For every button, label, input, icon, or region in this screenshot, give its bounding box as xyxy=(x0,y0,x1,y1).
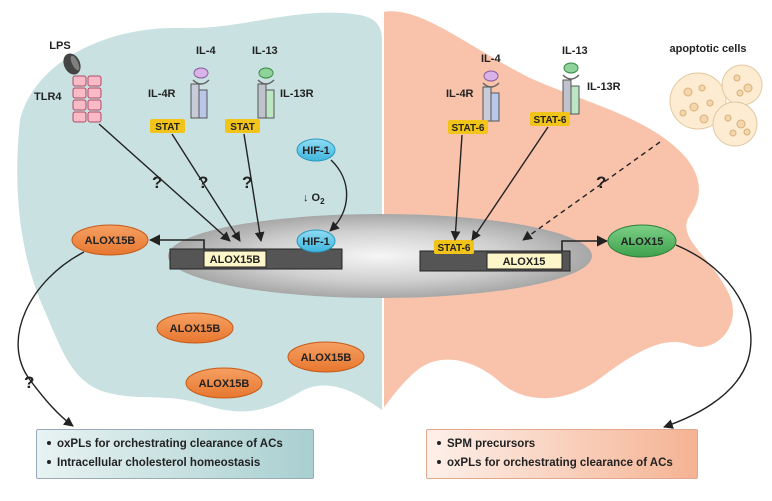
right-outcome-2: oxPLs for orchestrating clearance of ACs xyxy=(437,454,687,473)
left-gene-alox15b xyxy=(203,250,267,268)
right-il13r-label: IL-13R xyxy=(587,81,621,93)
bullet-icon xyxy=(437,459,441,464)
oxygen-label: ↓ O2 xyxy=(303,192,325,206)
right-outcomes-box: SPM precursors oxPLs for orchestrating c… xyxy=(426,429,698,479)
right-il13-label: IL-13 xyxy=(562,45,588,57)
tlr4-receptor xyxy=(72,75,102,123)
right-il13r-receptor xyxy=(562,79,580,115)
hif1-top xyxy=(296,138,336,162)
alox15b-main xyxy=(71,224,149,256)
right-il4r-label: IL-4R xyxy=(446,88,474,100)
left-stat-label-2: STAT xyxy=(230,122,255,133)
left-question-4: ? xyxy=(24,373,34,392)
right-stat6-badge-1 xyxy=(448,120,488,134)
bullet-icon xyxy=(47,459,51,464)
hif1-top-label: HIF-1 xyxy=(302,145,330,157)
nucleus xyxy=(168,214,592,298)
left-question-1: ? xyxy=(152,173,162,192)
apoptotic-dashed-arrow xyxy=(522,141,661,241)
alox15b-enzyme-1 xyxy=(156,312,234,344)
left-question-3: ? xyxy=(242,173,252,192)
right-il4-label: IL-4 xyxy=(481,53,501,65)
right-stat6-badge-2 xyxy=(530,112,570,126)
alox15-enzyme-label: ALOX15 xyxy=(621,236,664,248)
left-outcomes-box: oxPLs for orchestrating clearance of ACs… xyxy=(36,429,314,479)
left-gene-label: ALOX15B xyxy=(210,254,261,266)
left-outcome-1: oxPLs for orchestrating clearance of ACs xyxy=(47,435,303,454)
left-il13-label: IL-13 xyxy=(252,45,278,57)
left-outcome-arrow xyxy=(17,251,85,427)
left-il13-ligand xyxy=(257,67,275,85)
right-stat6-promoter xyxy=(434,240,474,254)
alox15b-enzyme-3 xyxy=(185,367,263,399)
alox15-enzyme xyxy=(607,224,677,258)
alox15b-enzyme-2 xyxy=(287,341,365,373)
bullet-icon xyxy=(437,440,441,445)
left-cell xyxy=(17,12,382,412)
alox15b-enzyme-1-label: ALOX15B xyxy=(170,323,221,335)
lps-molecule xyxy=(63,53,81,75)
left-il4r-receptor xyxy=(190,83,208,119)
right-stat6-label-2: STAT-6 xyxy=(534,115,567,126)
alox15b-enzyme-3-label: ALOX15B xyxy=(199,378,250,390)
left-il13r-label: IL-13R xyxy=(280,88,314,100)
right-il13-ligand xyxy=(562,62,580,80)
right-question: ? xyxy=(596,173,606,192)
right-cell xyxy=(382,11,733,411)
right-stat6-label-1: STAT-6 xyxy=(452,123,485,134)
left-il4-ligand xyxy=(192,67,210,85)
left-stat-badge-1 xyxy=(150,119,185,133)
right-gene-label: ALOX15 xyxy=(503,256,546,268)
bullet-icon xyxy=(47,440,51,445)
hif-arrow xyxy=(329,159,348,232)
left-il4-label: IL-4 xyxy=(196,45,216,57)
right-gene-alox15 xyxy=(486,252,563,270)
apoptotic-cells xyxy=(669,64,763,147)
hif1-bottom-label: HIF-1 xyxy=(302,236,330,248)
left-question-2: ? xyxy=(198,173,208,192)
right-outcome-1: SPM precursors xyxy=(437,435,687,454)
left-il4r-label: IL-4R xyxy=(148,88,176,100)
apoptotic-cells-label: apoptotic cells xyxy=(669,43,746,55)
right-stat6-promoter-label: STAT-6 xyxy=(438,243,471,254)
right-outcome-arrow xyxy=(663,244,752,429)
left-stat-badge-2 xyxy=(225,119,260,133)
lps-label: LPS xyxy=(49,40,70,52)
hif1-bottom xyxy=(296,229,336,253)
left-outcome-2: Intracellular cholesterol homeostasis xyxy=(47,454,303,473)
tlr4-label: TLR4 xyxy=(34,91,62,103)
left-stat-label-1: STAT xyxy=(155,122,180,133)
left-il13r-receptor xyxy=(257,83,275,119)
alox15b-main-label: ALOX15B xyxy=(85,235,136,247)
alox15b-enzyme-2-label: ALOX15B xyxy=(301,352,352,364)
